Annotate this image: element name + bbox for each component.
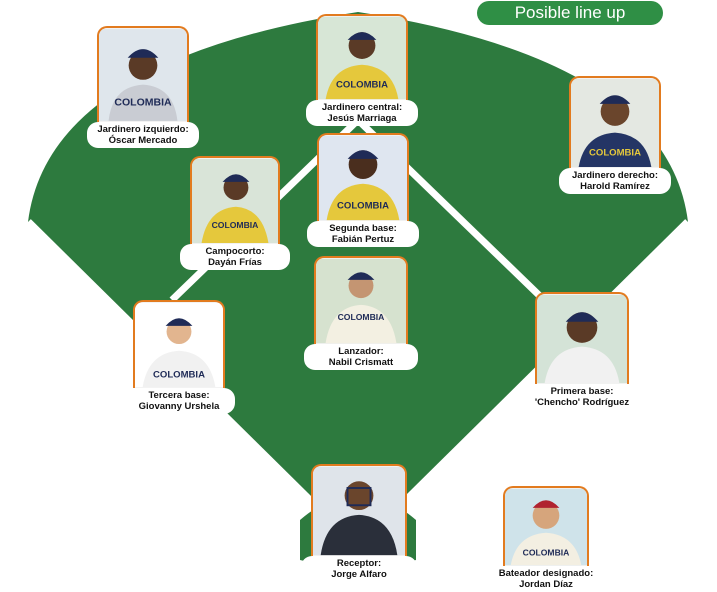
player-figure-icon: COLOMBIA [316, 258, 406, 344]
player-left-fielder: COLOMBIA Jardinero izquierdo: Óscar Merc… [87, 26, 199, 150]
player-position: Bateador designado: [498, 568, 594, 579]
player-caption: Lanzador: Nabil Crismatt [304, 344, 418, 370]
player-position: Segunda base: [329, 223, 397, 234]
player-photo: COLOMBIA [190, 156, 280, 244]
player-right-fielder: COLOMBIA Jardinero derecho: Harold Ramír… [559, 76, 671, 196]
foul-line-right [355, 219, 691, 551]
player-name: Nabil Crismatt [328, 357, 394, 368]
jersey-text: COLOMBIA [589, 148, 641, 159]
player-figure-icon: COLOMBIA [318, 16, 406, 100]
player-pitcher: COLOMBIA Lanzador: Nabil Crismatt [304, 256, 418, 370]
jersey-text: COLOMBIA [114, 97, 172, 109]
player-figure-icon: COLOMBIA [192, 158, 278, 244]
player-photo: COLOMBIA [316, 14, 408, 100]
jersey-text: COLOMBIA [212, 220, 259, 230]
player-name: Harold Ramírez [580, 181, 650, 192]
jersey-text: COLOMBIA [153, 370, 205, 381]
player-shortstop: COLOMBIA Campocorto: Dayán Frías [180, 156, 290, 270]
player-name: Jorge Alfaro [331, 569, 387, 580]
player-caption: Primera base: 'Chencho' Rodríguez [525, 384, 639, 410]
player-photo [535, 292, 629, 384]
player-photo: COLOMBIA [503, 486, 589, 566]
player-position: Receptor: [336, 558, 382, 569]
player-photo: COLOMBIA [97, 26, 189, 122]
player-third-base: COLOMBIA Tercera base: Giovanny Urshela [123, 300, 235, 414]
player-figure-icon: COLOMBIA [99, 29, 187, 121]
jersey-text: COLOMBIA [338, 312, 385, 322]
jersey-text: COLOMBIA [523, 548, 570, 558]
player-figure-icon [313, 466, 405, 556]
player-figure-icon [537, 294, 627, 384]
player-designated-hitter: COLOMBIA Bateador designado: Jordan Díaz [493, 486, 599, 592]
player-caption: Jardinero derecho: Harold Ramírez [559, 168, 671, 194]
player-caption: Jardinero izquierdo: Óscar Mercado [87, 122, 199, 148]
player-caption: Jardinero central: Jesús Marriaga [306, 100, 418, 126]
player-figure-icon: COLOMBIA [505, 488, 587, 566]
player-position: Jardinero derecho: [571, 170, 659, 181]
player-caption: Receptor: Jorge Alfaro [301, 556, 417, 582]
player-position: Jardinero central: [321, 102, 403, 113]
player-photo: COLOMBIA [569, 76, 661, 168]
player-caption: Tercera base: Giovanny Urshela [123, 388, 235, 414]
player-name: Jordan Díaz [519, 579, 573, 590]
player-position: Jardinero izquierdo: [97, 124, 189, 135]
player-photo: COLOMBIA [317, 133, 409, 221]
player-name: Dayán Frías [208, 257, 262, 268]
player-name: Jesús Marriaga [327, 113, 397, 124]
player-position: Lanzador: [338, 346, 384, 357]
player-figure-icon: COLOMBIA [571, 79, 659, 167]
player-catcher: Receptor: Jorge Alfaro [301, 464, 417, 582]
player-position: Campocorto: [205, 246, 265, 257]
player-name: 'Chencho' Rodríguez [534, 397, 630, 408]
player-center-fielder: COLOMBIA Jardinero central: Jesús Marria… [306, 14, 418, 126]
player-name: Óscar Mercado [108, 135, 178, 146]
player-photo: COLOMBIA [314, 256, 408, 344]
player-position: Tercera base: [148, 390, 210, 401]
lineup-title: Posible line up [477, 1, 663, 25]
player-caption: Bateador designado: Jordan Díaz [493, 566, 599, 592]
player-photo [311, 464, 407, 556]
player-figure-icon: COLOMBIA [319, 135, 407, 221]
player-photo: COLOMBIA [133, 300, 225, 388]
player-second-base: COLOMBIA Segunda base: Fabián Pertuz [307, 133, 419, 247]
player-caption: Campocorto: Dayán Frías [180, 244, 290, 270]
player-name: Giovanny Urshela [138, 401, 220, 412]
player-caption: Segunda base: Fabián Pertuz [307, 221, 419, 247]
jersey-text: COLOMBIA [336, 80, 388, 91]
player-first-base: Primera base: 'Chencho' Rodríguez [525, 292, 639, 410]
player-figure-icon: COLOMBIA [135, 302, 223, 388]
player-position: Primera base: [550, 386, 614, 397]
jersey-text: COLOMBIA [337, 201, 389, 212]
player-name: Fabián Pertuz [331, 234, 395, 245]
